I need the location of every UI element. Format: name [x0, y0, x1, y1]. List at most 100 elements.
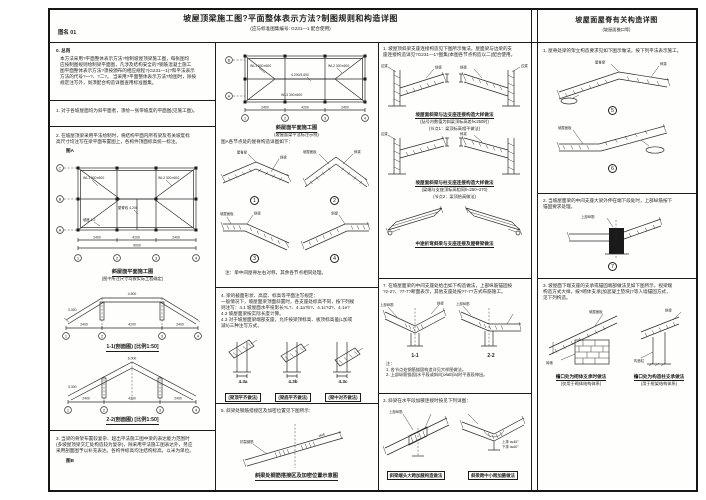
svg-text:斜梁: 斜梁 [437, 301, 444, 306]
svg-text:斜梁: 斜梁 [354, 149, 361, 154]
svg-text:A: A [228, 93, 231, 98]
svg-text:A: A [59, 227, 62, 232]
c1-rule-1 [50, 100, 215, 101]
svg-text:上部纵筋: 上部纵筋 [581, 214, 595, 219]
edge-support-right-1: 边梁 斜梁 [459, 63, 528, 107]
c3-note7-text: 7. 在坡屋面梁的中间支座处给出如下构造做法，上部纵筋锚固按?2-2?、?7-7… [383, 283, 513, 294]
svg-text:斜梁: 斜梁 [254, 211, 261, 216]
figure-b-label: 图B [66, 458, 74, 463]
svg-text:上排 α≤45°: 上排 α≤45° [502, 439, 519, 444]
svg-text:斜梁: 斜梁 [331, 211, 338, 216]
ridge-detail-4-number: 4 [330, 254, 339, 263]
beam-a-caption: (梁顶平齐做法) [221, 386, 265, 404]
figure-a-label: 图A [66, 148, 74, 153]
ridge-detail-3: 斜梁 坡屋面板 [220, 211, 290, 251]
ridge-detail-2: 坡屋面板 斜梁 [302, 149, 370, 188]
edge-support-left-1: 边梁 斜梁 [381, 63, 449, 107]
mid-support-detail-1: 上部纵筋 斜梁 [380, 301, 447, 347]
beam-b-tag: 4.3b [288, 379, 298, 384]
ridge-detail-1-number: 1 [250, 196, 259, 205]
svg-text:WL3 300×600: WL3 300×600 [281, 93, 302, 97]
edge-support-left-2: 边梁 [381, 131, 449, 175]
svg-text:屋脊梁: 屋脊梁 [595, 60, 606, 65]
svg-text:构造柱: 构造柱 [634, 358, 645, 363]
c4-note2-text: 2. 当坡屋面梁的中间支座大梁外伸在端下段处时，上部纵筋按下锚固要求处理。 [543, 198, 673, 209]
column-general-notes: 0. 总则 本方法采用?平面整体表示方法?绘制坡屋顶梁施工图，每张图均应按制图规… [50, 42, 215, 490]
haunch-detail-2: 上排 α≤45° 下排 α≤60° [459, 413, 526, 451]
haunch-caption-1: 斜梁端头大跨加腋构造做法 [379, 464, 453, 482]
svg-text:屋脊线 4.200: 屋脊线 4.200 [118, 205, 138, 210]
svg-text:2400: 2400 [80, 323, 88, 327]
fold-beam-caption: 中途折弯斜梁与支座连接及屋脊梁做法 [415, 241, 494, 248]
lap-zone-caption: 斜梁处钢筋搭接区及加密位置示意图 [254, 473, 338, 481]
section-mark-2: 2-2 [487, 353, 495, 359]
svg-text:WL1 300×600: WL1 300×600 [250, 64, 271, 68]
edge-support-right-2: 斜梁 [459, 131, 520, 175]
right-title-block: 坡屋面屋脊有关构造详图 (坡屋面檐口等) [537, 15, 696, 33]
beam-b-caption: (梁底平齐做法) [271, 386, 315, 404]
svg-text:斜梁: 斜梁 [460, 131, 467, 136]
ridge-intro-text: 图A各节点处的屋脊构造详图如下： [221, 139, 293, 144]
svg-text:B: B [228, 57, 231, 62]
section-1-caption: 1-1(剖面图) [比例1:50] [106, 344, 159, 352]
svg-text:4200: 4200 [128, 323, 136, 327]
svg-text:上部纵筋: 上部纵筋 [456, 301, 470, 306]
eave-column-caption: 檐口处为构造柱支承做法 (用于框架结构体系) [633, 374, 685, 386]
column-eave-details: 1. 屋脊处梁的架立构造要求见如下图示做法，按下列平法表示施工。 屋脊梁 斜梁 … [537, 42, 696, 490]
svg-text:3: 3 [324, 115, 327, 120]
ridge-detail-4: 斜梁 [300, 211, 371, 251]
fold-beam-axon-right [464, 205, 523, 236]
svg-text:4: 4 [197, 333, 200, 338]
svg-text:坡屋面板: 坡屋面板 [589, 309, 603, 314]
haunch-detail-1: 上部纵筋 [382, 409, 450, 457]
beam-section-b [280, 342, 310, 378]
svg-text:边梁: 边梁 [381, 131, 388, 136]
svg-text:3: 3 [159, 407, 162, 412]
main-title: 坡屋顶梁施工图?平面整体表示方法?制图规则和构造详图 [183, 14, 398, 23]
beam-c-tag: 4.3c [338, 379, 348, 384]
header-rule [50, 42, 696, 43]
svg-text:斜梁: 斜梁 [665, 308, 672, 313]
svg-text:坡屋面板: 坡屋面板 [303, 149, 317, 154]
column-support-details: 1. 坡屋顶斜梁支座连接构造见下图所示做法。屋面梁与边梁的支座连接构造详见?G2… [378, 42, 531, 490]
svg-text:9000: 9000 [133, 244, 141, 248]
eave-masonry-caption: 檐口处为砌体支承时做法 (仅用于砌体结构体系) [555, 374, 607, 386]
section-mark-1: 1-1 [411, 353, 419, 359]
divider-right-outer [531, 10, 532, 490]
svg-text:4.200/3.600: 4.200/3.600 [291, 73, 309, 77]
svg-text:坡屋面板: 坡屋面板 [220, 211, 234, 216]
svg-text:2400: 2400 [176, 323, 184, 327]
svg-text:边梁: 边梁 [521, 63, 528, 68]
right-subtitle: (坡屋面檐口等) [602, 27, 631, 32]
main-subtitle: (应与标准图集编号: G231—1 配合使用) [250, 26, 331, 31]
svg-text:2400: 2400 [261, 106, 269, 110]
svg-text:2: 2 [101, 333, 104, 338]
svg-text:WL2 300×600: WL2 300×600 [328, 64, 349, 68]
ridge-detail-3-number: 3 [250, 254, 259, 263]
note3-text: 3. 当梁的骨架布置较复杂、超出平法施工图中梁的表达能力范围时(多坡屋顶梁交汇处… [56, 436, 194, 453]
corner-junction-detail: 上部纵筋 [566, 214, 663, 258]
svg-text:1: 1 [65, 333, 68, 338]
svg-text:6.000: 6.000 [128, 357, 137, 361]
beam-c-caption: (梁中对齐做法) [321, 386, 365, 404]
svg-text:2: 2 [116, 255, 119, 260]
svg-text:3: 3 [155, 255, 158, 260]
c4-rule-1 [537, 193, 696, 194]
svg-text:斜梁: 斜梁 [460, 65, 467, 70]
ridge-detail-2-number: 2 [330, 196, 339, 205]
ridge-detail-1: 屋脊梁 斜梁 [220, 150, 292, 184]
note2-text: 2. 在坡屋顶梁采用平法绘制时，将结构平面内所有梁及有关坡度标高尺寸均注写在梁平… [56, 133, 190, 144]
edge-support-caption-1: 坡屋面斜梁与边支座连接构造大样做法 (括号内数值为斜梁顶标高差h≤250时) (… [415, 112, 494, 131]
detail-7-number: 7 [608, 262, 617, 271]
ridge-beam-detail-6: 坡屋面板 [556, 123, 668, 154]
svg-text:WL1 300×600: WL1 300×600 [83, 176, 104, 180]
eave-masonry-detail: 坡屋面板 砖墙 [546, 309, 618, 365]
c2-rule-2 [215, 403, 378, 404]
c2-rule-1 [215, 287, 378, 288]
svg-text:1: 1 [67, 407, 70, 412]
svg-text:2400: 2400 [174, 397, 182, 401]
svg-text:2400: 2400 [341, 106, 349, 110]
svg-text:4: 4 [364, 115, 367, 120]
svg-text:斜梁: 斜梁 [660, 61, 667, 66]
svg-text:2: 2 [103, 407, 106, 412]
